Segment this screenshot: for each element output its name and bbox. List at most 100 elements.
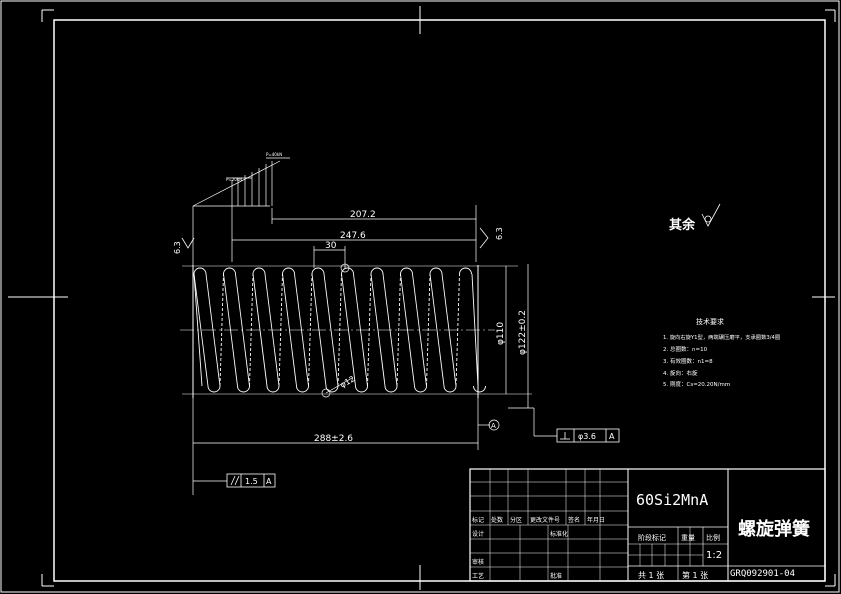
designer-label: 设计 — [472, 530, 484, 538]
centering-marks — [8, 6, 836, 590]
coil-wire — [264, 273, 280, 387]
perp-tolerance-frame — [556, 428, 620, 443]
title-block-header: 年月日 — [587, 516, 605, 524]
tech-req-item-5: 5. 刚度：Cs=20.20N/mm — [663, 380, 730, 388]
dim-30: 30 — [325, 241, 337, 251]
coil-wire — [294, 273, 309, 387]
coil-wire — [341, 273, 356, 387]
coil-bottom-arc — [384, 385, 398, 393]
coil-top-arc — [370, 267, 384, 275]
coil-bottom-arc — [237, 385, 250, 393]
sheet-total: 共 1 张 — [638, 571, 664, 580]
process-label: 工艺 — [472, 572, 484, 580]
coil-wire — [441, 273, 457, 387]
title-block-rows: 标记处数分区更改文件号签名年月日设计标准化审核工艺批准 — [472, 516, 605, 580]
title-block-header: 标记 — [472, 516, 484, 524]
roughness-right: 6.3 — [495, 227, 504, 240]
coil-wire — [235, 273, 250, 387]
load-p1: P=20kN — [226, 177, 242, 182]
coil-bottom-arc — [414, 385, 427, 393]
coil-wire — [282, 273, 297, 387]
perp-value: φ3.6 — [578, 432, 596, 441]
title-block-header: 签名 — [568, 516, 580, 524]
title-block-header: 分区 — [510, 516, 522, 524]
coil-wire — [252, 273, 268, 387]
coil-bottom-arc — [355, 385, 368, 393]
roughness-symbols — [181, 203, 721, 249]
title-block-header: 更改文件号 — [530, 516, 560, 524]
coil-top-arc — [400, 267, 413, 275]
datum-a-label: A — [491, 422, 496, 430]
parallel-datum: A — [266, 477, 272, 486]
parallel-value: 1.5 — [245, 477, 258, 486]
coil-top-arc — [459, 267, 472, 275]
coil-top-arc — [193, 267, 207, 275]
coil-bottom-arc — [473, 385, 486, 393]
coil-wire — [249, 273, 254, 387]
drawing-frame — [53, 19, 826, 582]
coil-wire — [223, 273, 238, 387]
stage-label: 阶段标记 — [638, 533, 666, 542]
sheet-number: 第 1 张 — [682, 570, 708, 580]
coil-wire — [412, 273, 427, 387]
roughness-left: 6.3 — [173, 241, 182, 254]
coil-wire — [400, 273, 415, 387]
approve-label: 批准 — [550, 572, 562, 580]
dim-247: 247.6 — [340, 231, 366, 241]
coil-top-arc — [429, 267, 443, 275]
coil-wire — [323, 273, 339, 387]
coil-top-arc — [311, 267, 325, 275]
dim-dia-122: φ122±0.2 — [518, 310, 528, 355]
coil-wire — [219, 273, 224, 387]
coil-top-arc — [341, 267, 354, 275]
checker-label: 审核 — [472, 558, 484, 566]
dim-288: 288±2.6 — [314, 434, 353, 444]
spring-coils — [193, 267, 486, 393]
coil-top-arc — [252, 267, 266, 275]
scale-label: 比例 — [706, 533, 720, 542]
tech-req-title: 技术要求 — [696, 317, 724, 326]
drawing-number: GRQ092901-04 — [730, 569, 795, 579]
coil-top-arc — [282, 267, 295, 275]
coil-wire — [278, 273, 283, 387]
tech-req-item-1: 1. 旋向右旋Y1型，两端碾压磨平，支承圈数3/4圈 — [663, 333, 780, 341]
coil-bottom-arc — [207, 385, 221, 393]
roughness-note: 其余 — [669, 217, 696, 233]
coil-end — [193, 273, 203, 387]
part-name: 螺旋弹簧 — [738, 518, 810, 540]
dimension-labels: 207.2 247.6 30 288±2.6 φ110 φ122±0.2 φ12… — [226, 152, 528, 444]
coil-bottom-arc — [296, 385, 309, 393]
coil-wire — [382, 273, 398, 387]
spring-view — [180, 265, 532, 398]
coil-wire — [370, 273, 386, 387]
coil-wire — [455, 273, 460, 387]
parallel-tolerance-frame — [226, 473, 276, 488]
coil-bottom-arc — [266, 385, 280, 393]
dim-207: 207.2 — [350, 210, 376, 220]
dimension-lines — [192, 157, 557, 495]
weight-label: 重量 — [681, 534, 695, 542]
coil-wire — [367, 273, 372, 387]
coil-wire — [193, 273, 209, 387]
tech-req-item-2: 2. 总圈数：n=10 — [663, 345, 708, 353]
coil-wire — [353, 273, 368, 387]
coil-bottom-arc — [443, 385, 457, 393]
coil-top-arc — [223, 267, 236, 275]
coil-bottom-arc — [325, 385, 339, 393]
coil-wire — [311, 273, 327, 387]
coil-wire — [429, 273, 445, 387]
coil-wire — [337, 273, 342, 387]
dim-dia-110: φ110 — [496, 322, 506, 345]
coil-wire — [426, 273, 431, 387]
standardize-label: 标准化 — [550, 530, 568, 538]
perp-datum: A — [609, 432, 615, 441]
tech-req-item-3: 3. 有效圈数：n1=8 — [663, 357, 713, 365]
load-p2: P=40kN — [266, 152, 282, 157]
coil-wire — [205, 273, 221, 387]
coil-wire — [396, 273, 401, 387]
coil-wire — [308, 273, 313, 387]
tech-req-item-4: 4. 旋向：右旋 — [663, 369, 698, 377]
scale-value: 1:2 — [706, 550, 722, 561]
